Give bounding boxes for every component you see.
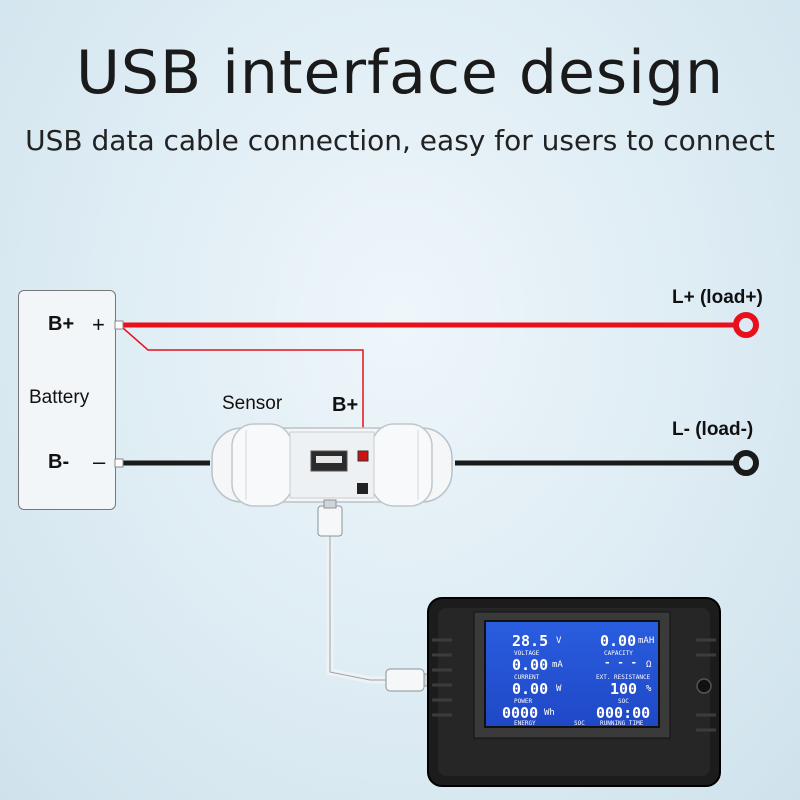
energy-label: ENERGY [514,720,536,727]
current-value: 0.00 [512,656,549,674]
negative-terminal-ring [733,450,759,476]
battery-box [18,290,116,510]
capacity-label: CAPACITY [604,650,633,657]
energy-value: 0000 [502,704,539,722]
usb-plug-top [317,505,343,537]
resistance-unit: Ω [646,660,652,670]
battery-label: Battery [29,387,90,408]
micro-port [357,483,368,494]
battery-pos-terminal [114,320,124,330]
power-unit: W [556,684,562,694]
soc-value: 100 [610,680,638,698]
page-title: USB interface design [76,38,724,108]
current-label: CURRENT [514,674,540,681]
battery-pos-label: B+ [48,313,75,335]
meter-lcd: 28.5 V VOLTAGE 0.00 mA CURRENT 0.00 W PO… [484,620,660,728]
sensor-bplus-label: B+ [332,394,359,416]
usb-cable [326,535,392,684]
sense-wire [122,327,364,453]
battery-neg-terminal [114,458,124,468]
runtime-label: RUNNING TIME [600,720,644,727]
usb-plug-right [385,668,425,692]
load-pos-label: L+ (load+) [672,287,763,308]
soc-label: SOC [618,698,629,705]
meter-button [696,678,712,694]
capacity-unit: mAH [638,636,655,646]
resistance-label: EXT. RESISTANCE [596,674,651,681]
sensor-label: Sensor [222,393,283,414]
soc-unit: % [646,684,652,694]
power-value: 0.00 [512,680,549,698]
battery-neg-label: B- [48,451,70,473]
resistance-value: - - - [604,656,638,669]
page-subtitle: USB data cable connection, easy for user… [25,124,775,157]
load-neg-label: L- (load-) [672,419,754,440]
voltage-unit: V [556,636,562,646]
energy-unit: Wh [544,708,555,718]
soc-bar-label: SOC [574,720,585,727]
positive-terminal-ring [733,312,759,338]
battery-pos-sign: + [92,312,105,337]
capacity-value: 0.00 [600,632,637,650]
voltage-label: VOLTAGE [514,650,540,657]
voltage-value: 28.5 [512,632,549,650]
bplus-port [357,450,369,462]
runtime-value: 000:00 [596,704,651,722]
current-unit: mA [552,660,563,670]
power-label: POWER [514,698,533,705]
battery-neg-sign: – [93,449,106,474]
